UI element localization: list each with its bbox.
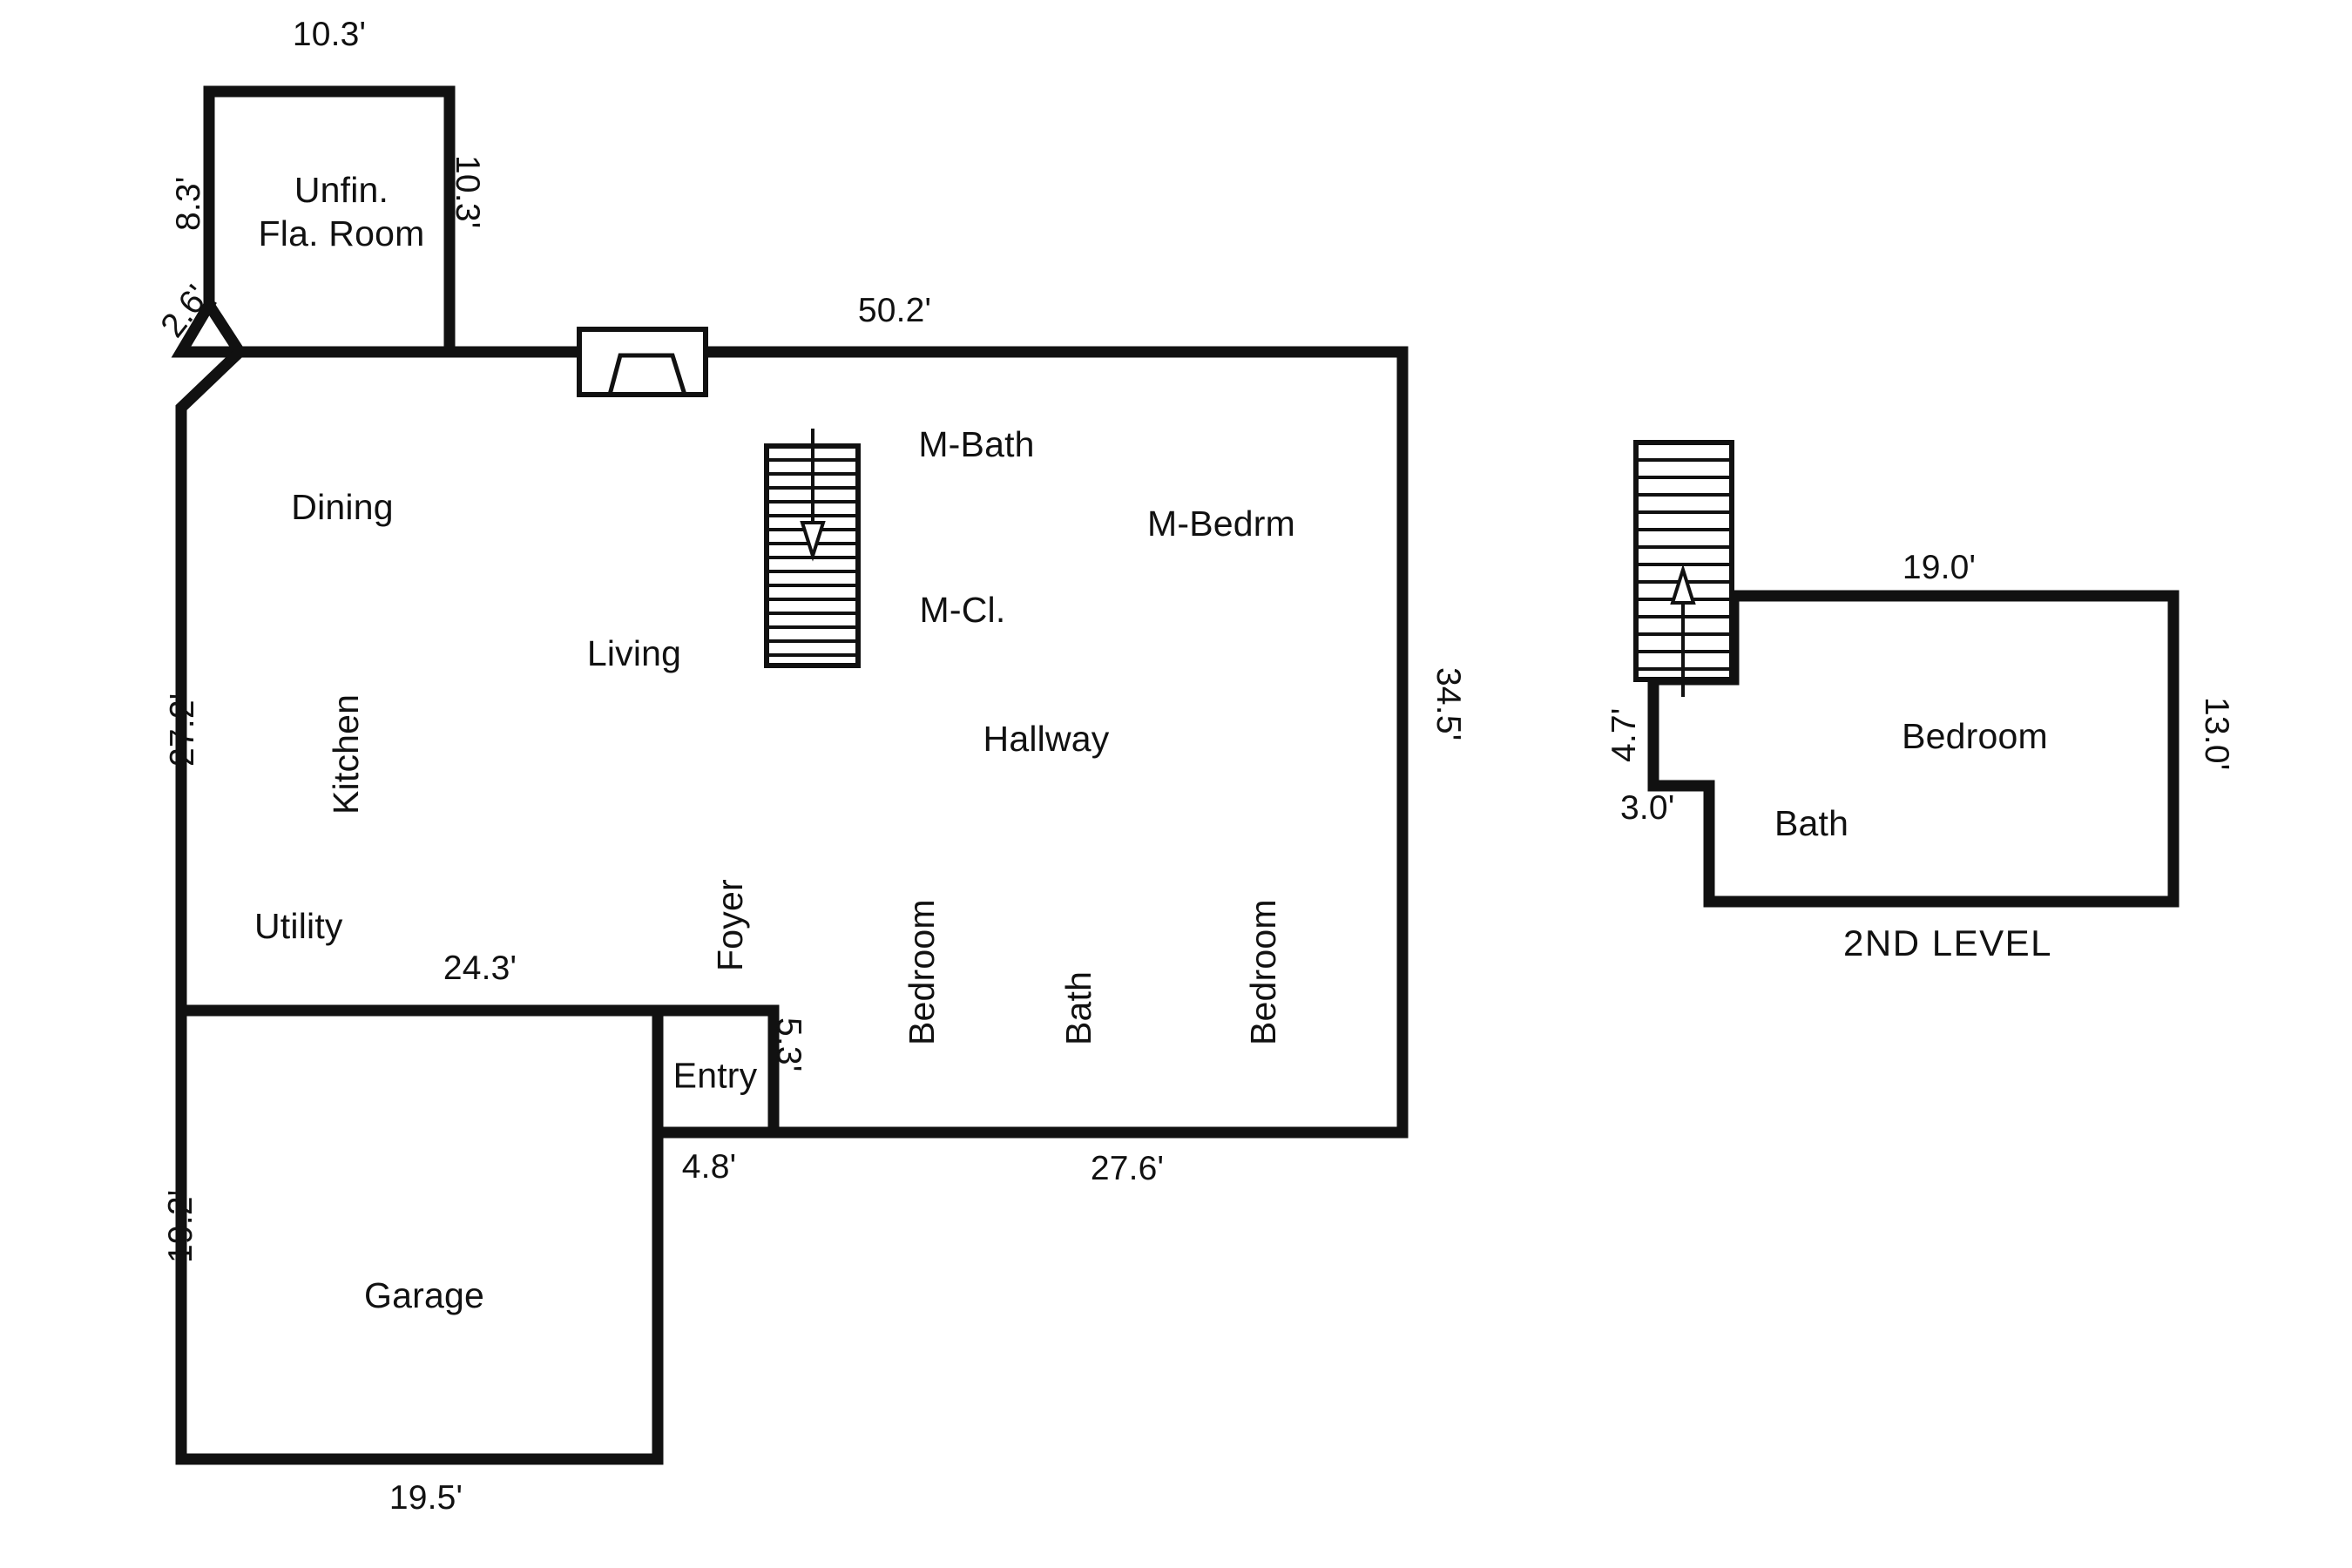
dimension-house-left-upper: 27.2'	[164, 693, 201, 767]
entry-box-outline	[652, 1004, 780, 1139]
room-label-m-bedrm: M-Bedrm	[1147, 504, 1295, 544]
room-label-living: Living	[586, 633, 682, 673]
angled-corner-wall	[171, 297, 246, 358]
dimension-house-top: 50.2'	[857, 292, 932, 329]
staircase-main	[764, 429, 861, 668]
dimension-bedroom-right: 13.0'	[2198, 697, 2235, 771]
stair-direction-arrow-down	[800, 429, 826, 562]
main-level-walls	[171, 85, 1409, 1465]
room-label-entry: Entry	[672, 1055, 758, 1096]
room-label-utility: Utility	[254, 906, 343, 946]
dimension-fla-room-left: 8.3'	[170, 176, 207, 231]
dimension-garage-left: 19.2'	[162, 1189, 199, 1263]
room-label-foyer: Foyer	[710, 879, 750, 971]
bay-window-front	[577, 327, 708, 397]
room-label-bedroom-2nd: Bedroom	[1902, 716, 2048, 756]
angled-corner-wall-lower	[175, 343, 248, 1017]
room-label-m-bath: M-Bath	[918, 424, 1035, 464]
dimension-garage-bottom: 19.5'	[389, 1479, 463, 1517]
room-label-bath-2nd: Bath	[1774, 803, 1849, 843]
room-label-kitchen: Kitchen	[326, 693, 366, 814]
dimension-bedroom-top: 19.0'	[1902, 549, 1977, 586]
room-label-garage: Garage	[364, 1275, 484, 1315]
room-label-unfin-fla-room: Unfin. Fla. Room	[259, 168, 425, 255]
room-label-bedroom-right: Bedroom	[1243, 899, 1283, 1045]
dimension-landing-left: 4.7'	[1605, 707, 1643, 762]
staircase-second	[1633, 440, 1734, 697]
stair-direction-arrow-up	[1670, 564, 1696, 697]
second-level-title: 2ND LEVEL	[1843, 923, 2052, 963]
room-label-bath-middle: Bath	[1058, 970, 1098, 1045]
dimension-house-bottom: 27.6'	[1090, 1150, 1165, 1187]
garage-outline	[175, 1004, 664, 1465]
unfin-fla-room-line1: Unfin.	[294, 170, 389, 210]
room-label-bedroom-left: Bedroom	[902, 899, 942, 1045]
dimension-fla-room-top: 10.3'	[292, 16, 367, 53]
unfin-fla-room-line2: Fla. Room	[258, 213, 425, 254]
dimension-utility-bottom: 24.3'	[443, 950, 517, 987]
dimension-fla-room-right: 10.3'	[449, 155, 486, 229]
room-label-hallway: Hallway	[983, 719, 1110, 759]
dimension-entry-bottom: 4.8'	[681, 1148, 737, 1186]
dimension-foyer-right: 5.3'	[770, 1017, 808, 1072]
room-label-m-closet: M-Cl.	[919, 590, 1006, 630]
room-label-dining: Dining	[291, 487, 394, 527]
dimension-house-right: 34.5'	[1429, 667, 1467, 741]
dimension-landing-jog: 3.0'	[1620, 789, 1675, 827]
